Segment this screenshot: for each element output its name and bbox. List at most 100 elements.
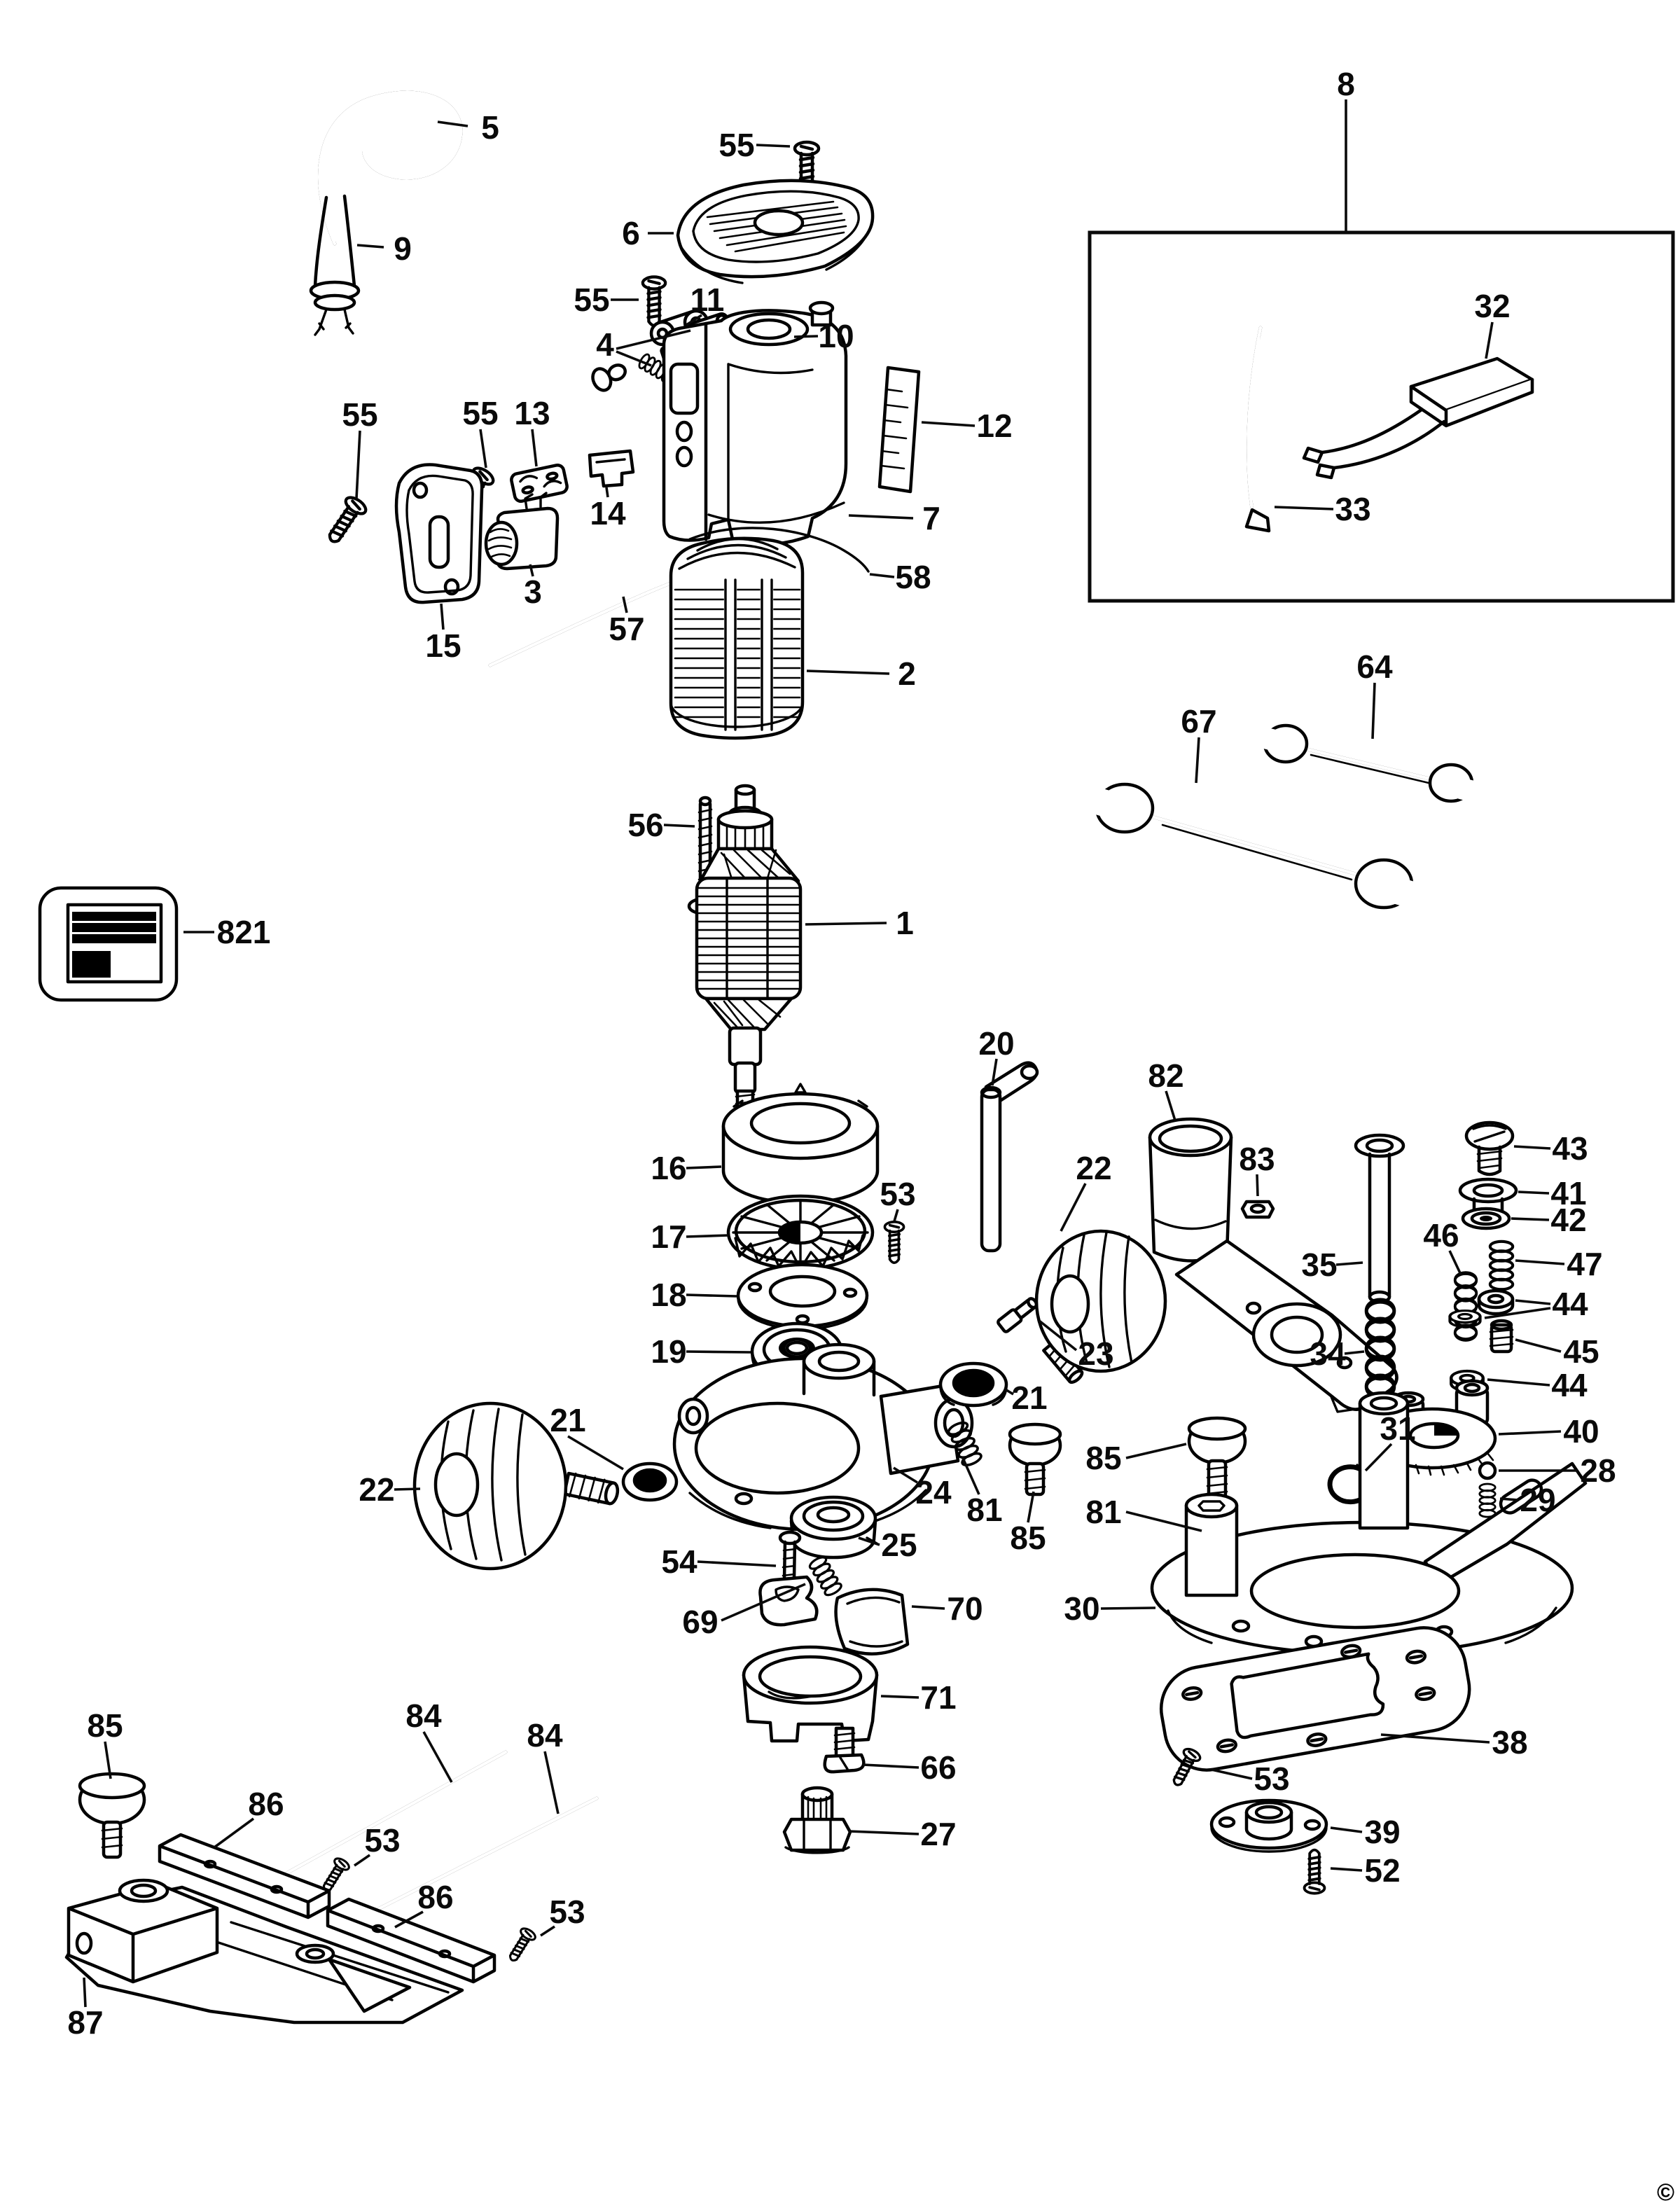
callout-label-85: 85 [1010, 1520, 1046, 1556]
callout-label-55: 55 [574, 282, 609, 318]
callout-label-12: 12 [976, 408, 1012, 444]
callout-leader-56 [663, 824, 695, 828]
part-82-dust-spout [1148, 1117, 1398, 1413]
diagram-artwork [38, 90, 1588, 2025]
callout-label-71: 71 [920, 1679, 956, 1716]
part-14-retaining-clip [588, 449, 635, 488]
callout-label-4: 4 [596, 326, 614, 363]
callout-label-31: 31 [1380, 1410, 1415, 1447]
callout-label-18: 18 [651, 1277, 686, 1313]
callout-leader-55 [355, 430, 361, 499]
part-43-screw [1464, 1120, 1515, 1176]
callout-label-53: 53 [880, 1176, 915, 1212]
callout-label-57: 57 [609, 611, 644, 647]
callout-leader-34 [1344, 1350, 1365, 1355]
callout-label-44: 44 [1551, 1367, 1588, 1403]
callout-leader-35 [1335, 1261, 1363, 1266]
part-66-screw [823, 1726, 866, 1774]
callout-label-45: 45 [1563, 1333, 1599, 1370]
callout-leader-22 [1060, 1183, 1087, 1232]
callout-leader-38 [1380, 1733, 1490, 1744]
callout-leader-55 [756, 144, 791, 148]
part-42-washer [1461, 1207, 1511, 1230]
callout-label-44: 44 [1552, 1286, 1588, 1322]
callout-label-84: 84 [527, 1717, 563, 1754]
callout-leader-81 [961, 1456, 980, 1495]
callout-leader-24 [893, 1466, 918, 1484]
callout-label-25: 25 [881, 1527, 917, 1563]
part-22-knob [412, 1401, 620, 1571]
part-85-clamp-knob [78, 1772, 146, 1859]
callout-label-21: 21 [1011, 1380, 1047, 1416]
callout-leader-67 [1195, 737, 1200, 784]
callout-leader-64 [1371, 682, 1376, 740]
part-84-guide-rod [278, 1750, 599, 1911]
callout-leader-44 [1515, 1299, 1551, 1305]
part-35-depth-rod [1354, 1133, 1405, 1304]
callout-label-23: 23 [1078, 1335, 1113, 1372]
part-44-nut [1479, 1291, 1513, 1314]
callout-label-19: 19 [651, 1333, 686, 1370]
callout-leader-47 [1515, 1259, 1565, 1265]
callout-leader-55 [479, 429, 487, 468]
part-32-suppressor [1302, 356, 1534, 480]
callout-label-69: 69 [682, 1604, 718, 1640]
callout-leader-87 [83, 1977, 87, 2008]
callout-leader-86 [394, 1910, 424, 1929]
callout-leader-13 [531, 429, 538, 467]
callout-label-821: 821 [217, 914, 271, 950]
part-15-switch-cover [394, 463, 484, 604]
callout-leader-32 [1485, 321, 1494, 359]
callout-leader-42 [1511, 1217, 1550, 1221]
callout-leader-71 [880, 1695, 919, 1699]
part-39-guide-bush [1209, 1798, 1328, 1853]
part-70-clamp-shoe [758, 1575, 910, 1655]
callout-label-87: 87 [67, 2004, 103, 2041]
callout-label-32: 32 [1474, 288, 1510, 324]
callout-leader-27 [848, 1830, 919, 1835]
callout-label-52: 52 [1364, 1852, 1400, 1889]
callout-label-28: 28 [1580, 1452, 1616, 1489]
callout-leader-1 [805, 922, 887, 926]
part-18-baffle-plate [736, 1263, 869, 1331]
callout-label-3: 3 [524, 574, 542, 610]
callout-label-10: 10 [818, 318, 854, 354]
part-67-spanner [1071, 782, 1438, 915]
callout-label-27: 27 [920, 1816, 956, 1852]
callout-leader-15 [440, 603, 445, 630]
part-30-sub-base [1150, 1391, 1588, 1656]
part-7-motor-housing [662, 300, 848, 546]
callout-label-54: 54 [661, 1543, 697, 1580]
callout-leader-52 [1330, 1867, 1363, 1872]
part-47-spring [1490, 1242, 1513, 1289]
callout-label-15: 15 [425, 627, 461, 664]
callout-leader-31 [1364, 1443, 1393, 1472]
callout-label-7: 7 [922, 500, 940, 536]
callout-leader-16 [686, 1165, 722, 1169]
copyright-symbol: © [1656, 2179, 1674, 2206]
callout-leader-17 [686, 1234, 729, 1238]
callout-leader-5 [437, 120, 468, 127]
callout-label-38: 38 [1492, 1724, 1527, 1761]
callout-leader-39 [1330, 1826, 1363, 1833]
callout-leader-11 [686, 314, 702, 326]
callout-leader-21 [567, 1435, 624, 1471]
callout-leader-21 [1004, 1387, 1014, 1396]
callout-label-86: 86 [417, 1879, 453, 1915]
callout-label-40: 40 [1563, 1413, 1599, 1450]
callout-leader-44 [1484, 1307, 1551, 1319]
part-85-clamp-knob [1008, 1422, 1062, 1497]
callout-leader-53 [1211, 1768, 1253, 1780]
callout-leader-46 [1448, 1250, 1462, 1275]
callout-label-39: 39 [1364, 1814, 1400, 1850]
part-52-screw [1303, 1848, 1326, 1895]
inset-parts-box [1088, 230, 1675, 603]
callout-label-55: 55 [462, 395, 498, 431]
part-55-screw [323, 494, 369, 548]
part-3-switch [484, 492, 560, 571]
callout-leader-85 [1027, 1491, 1035, 1523]
callout-label-81: 81 [966, 1492, 1002, 1528]
part-53-screw [883, 1221, 905, 1264]
part-53-screw [504, 1925, 539, 1966]
